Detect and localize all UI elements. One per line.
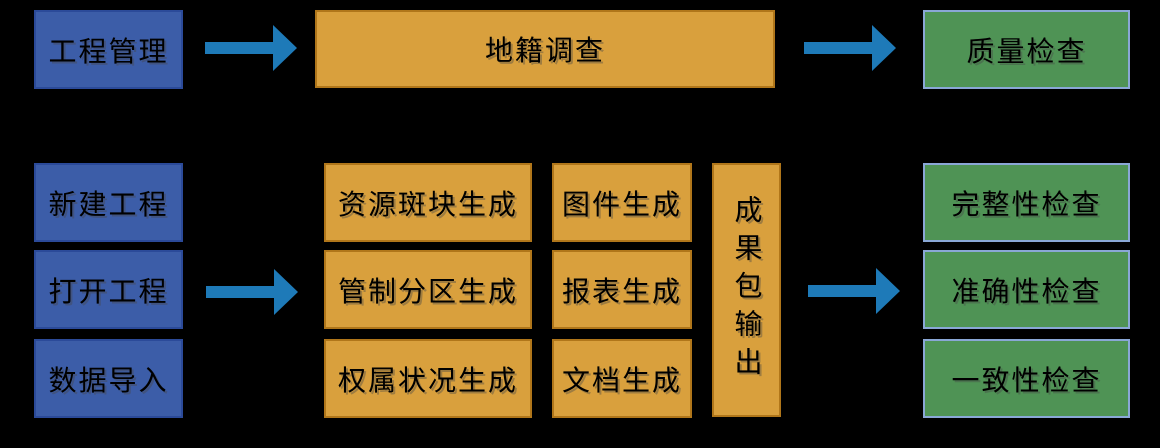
node-control-zone-generation: 管制分区生成	[324, 250, 532, 329]
node-label: 文档生成	[561, 364, 682, 396]
node-label: 成果包输出	[731, 195, 763, 385]
node-open-project: 打开工程	[34, 250, 183, 329]
node-report-generation: 报表生成	[552, 250, 692, 329]
node-label: 打开工程	[48, 275, 169, 307]
node-label: 图件生成	[561, 188, 682, 220]
node-label: 工程管理	[48, 35, 169, 67]
right-arrow-icon	[804, 25, 896, 71]
node-cadastral-survey: 地籍调查	[315, 10, 775, 88]
node-label: 质量检查	[966, 35, 1087, 67]
node-label: 资源斑块生成	[337, 188, 518, 220]
node-quality-check: 质量检查	[923, 10, 1130, 89]
node-ownership-status-generation: 权属状况生成	[324, 339, 532, 418]
node-document-generation: 文档生成	[552, 339, 692, 418]
node-new-project: 新建工程	[34, 163, 183, 242]
node-label: 报表生成	[561, 275, 682, 307]
node-label: 地籍调查	[484, 35, 605, 66]
node-data-import: 数据导入	[34, 339, 183, 418]
node-map-generation: 图件生成	[552, 163, 692, 242]
node-label: 准确性检查	[951, 275, 1102, 307]
node-label: 新建工程	[48, 188, 169, 220]
node-label: 管制分区生成	[337, 275, 518, 307]
node-result-package-output: 成果包输出	[712, 163, 781, 417]
node-label: 数据导入	[48, 364, 169, 396]
node-label: 一致性检查	[951, 364, 1102, 396]
right-arrow-icon	[205, 25, 297, 71]
right-arrow-icon	[808, 268, 900, 314]
node-project-management: 工程管理	[34, 10, 183, 89]
node-resource-patch-generation: 资源斑块生成	[324, 163, 532, 242]
node-label: 权属状况生成	[337, 364, 518, 396]
node-completeness-check: 完整性检查	[923, 163, 1130, 242]
node-label: 完整性检查	[951, 188, 1102, 220]
right-arrow-icon	[206, 269, 298, 315]
node-accuracy-check: 准确性检查	[923, 250, 1130, 329]
node-consistency-check: 一致性检查	[923, 339, 1130, 418]
